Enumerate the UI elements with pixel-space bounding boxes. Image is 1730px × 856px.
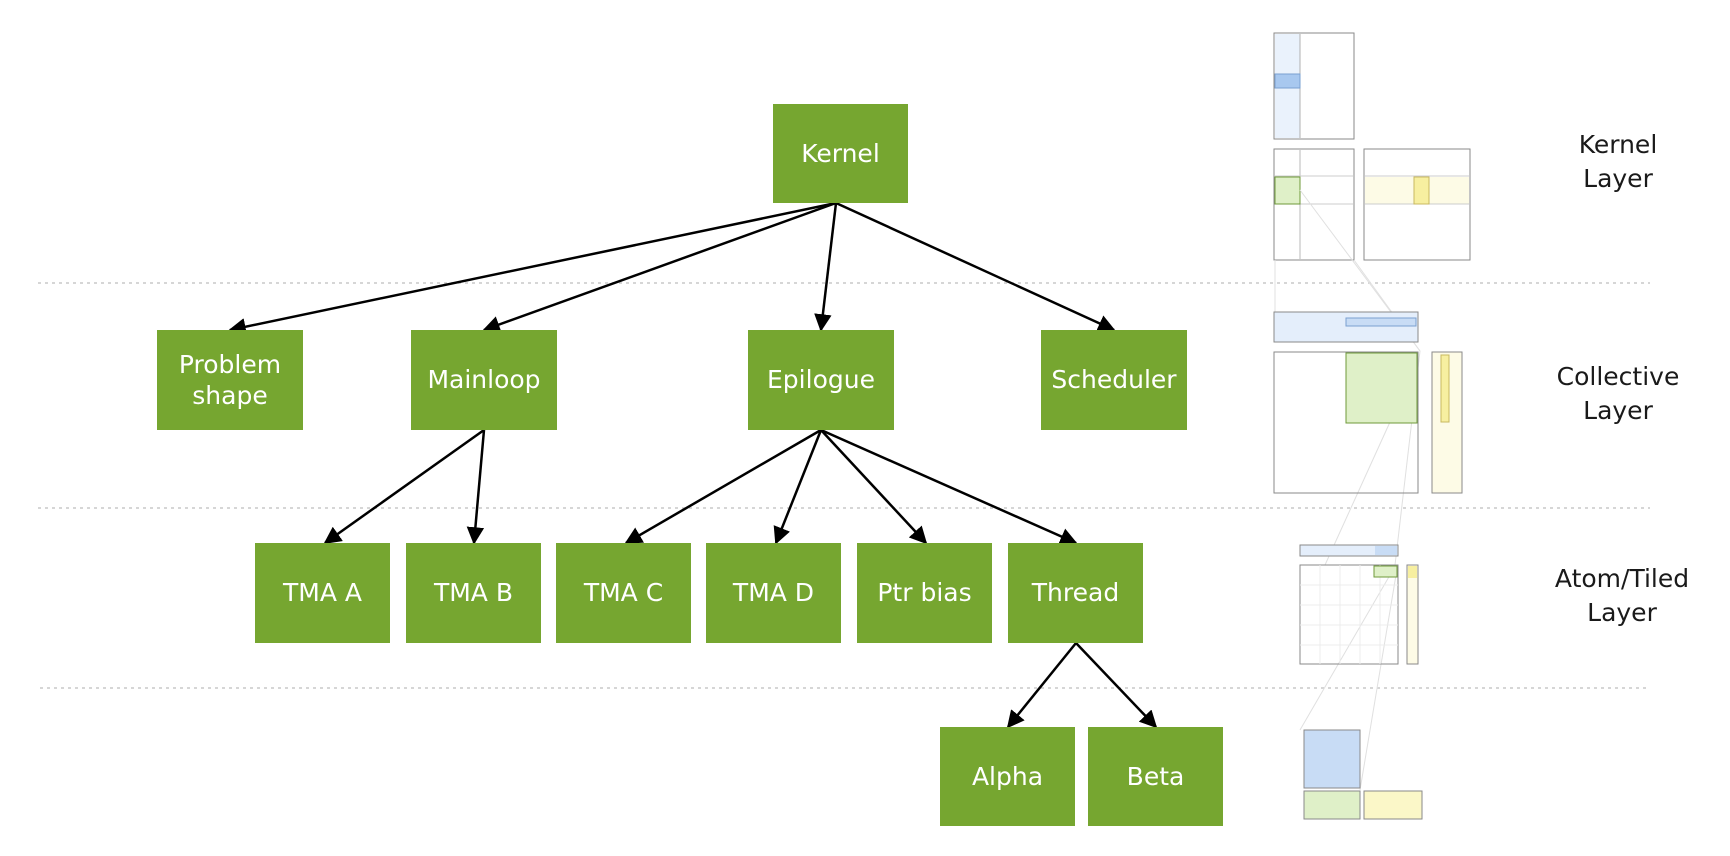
node-problem-shape-label: Problem shape: [179, 349, 281, 412]
layer-label-atom-tiled: Atom/Tiled Layer: [1512, 562, 1730, 630]
node-tma-b-label: TMA B: [433, 578, 514, 608]
layer-dividers: [38, 282, 1650, 689]
layer-label-kernel-line-1: Kernel: [1578, 130, 1658, 159]
atom-tile-a: [1299, 544, 1399, 557]
layer-label-collective-line-1: Collective: [1556, 362, 1680, 391]
thread-tile-a: [1303, 729, 1361, 789]
layer-label-kernel-line-2: Layer: [1583, 163, 1653, 193]
node-tma-d[interactable]: TMA D: [706, 543, 841, 643]
node-mainloop-label: Mainloop: [427, 365, 541, 395]
edge-epilogue-tma-c: [624, 428, 822, 545]
collective-tile-c: [1273, 351, 1419, 494]
edge-epilogue-ptr-bias: [820, 429, 928, 545]
node-epilogue[interactable]: Epilogue: [748, 330, 894, 430]
node-thread[interactable]: Thread: [1008, 543, 1143, 643]
layer-label-collective: Collective Layer: [1508, 360, 1728, 428]
node-kernel[interactable]: Kernel: [773, 104, 908, 203]
node-problem-shape[interactable]: Problem shape: [157, 330, 303, 430]
node-ptr-bias[interactable]: Ptr bias: [857, 543, 992, 643]
edge-mainloop-tma-a: [323, 428, 485, 545]
kernel-tile-b-highlight: [1413, 176, 1430, 205]
edge-thread-alpha: [1006, 642, 1077, 729]
node-beta-label: Beta: [1126, 761, 1185, 791]
collective-tile-b-highlight: [1440, 354, 1450, 423]
node-scheduler[interactable]: Scheduler: [1041, 330, 1187, 430]
tile-illustration: [1273, 32, 1471, 820]
kernel-tile-a-highlight: [1274, 73, 1301, 89]
node-mainloop[interactable]: Mainloop: [411, 330, 557, 430]
node-tma-b[interactable]: TMA B: [406, 543, 541, 643]
edge-kernel-epilogue: [814, 202, 838, 332]
kernel-tile-a: [1273, 32, 1355, 140]
collective-tile-c-highlight: [1345, 352, 1418, 424]
collective-tile-a: [1273, 311, 1419, 343]
edge-kernel-problem-shape: [228, 201, 837, 336]
node-beta[interactable]: Beta: [1088, 727, 1223, 826]
node-tma-c[interactable]: TMA C: [556, 543, 691, 643]
edge-kernel-mainloop: [482, 201, 837, 333]
layer-label-atom-tiled-line-2: Layer: [1587, 597, 1657, 627]
node-alpha-label: Alpha: [971, 761, 1044, 791]
node-problem-shape-line-2: shape: [192, 381, 268, 410]
node-tma-c-label: TMA C: [583, 578, 664, 608]
node-scheduler-label: Scheduler: [1051, 365, 1177, 395]
edge-thread-beta: [1075, 642, 1158, 729]
node-thread-label: Thread: [1031, 578, 1120, 608]
edge-epilogue-thread: [820, 428, 1078, 545]
node-problem-shape-line-1: Problem: [178, 349, 282, 379]
node-alpha[interactable]: Alpha: [940, 727, 1075, 826]
node-tma-d-label: TMA D: [732, 578, 815, 608]
node-epilogue-label: Epilogue: [767, 365, 875, 395]
thread-tile-c: [1303, 790, 1361, 820]
layer-label-atom-tiled-line-1: Atom/Tiled: [1554, 564, 1690, 593]
layer-label-collective-line-2: Layer: [1583, 395, 1653, 425]
tree-edges: [228, 201, 1158, 729]
node-tma-a-label: TMA A: [283, 578, 362, 608]
thread-tile-b: [1363, 790, 1423, 820]
node-tma-a[interactable]: TMA A: [255, 543, 390, 643]
kernel-tile-b: [1363, 148, 1471, 261]
kernel-tile-c: [1273, 148, 1355, 261]
collective-tile-a-highlight: [1345, 317, 1417, 327]
atom-tile-b: [1406, 564, 1419, 665]
edge-mainloop-tma-b: [466, 429, 486, 545]
kernel-tile-c-highlight: [1274, 176, 1301, 205]
edge-epilogue-tma-d: [773, 429, 823, 545]
node-ptr-bias-label: Ptr bias: [877, 578, 972, 608]
layer-label-kernel: Kernel Layer: [1508, 128, 1728, 196]
node-kernel-label: Kernel: [801, 138, 880, 168]
edge-kernel-scheduler: [835, 201, 1116, 332]
atom-tile-c-highlight: [1373, 565, 1398, 578]
atom-tile-c: [1299, 564, 1399, 665]
